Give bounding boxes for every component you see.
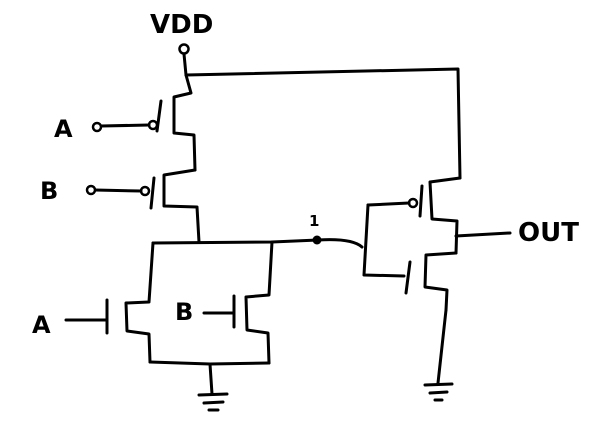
pmos-transistor-b xyxy=(85,168,201,244)
vdd-stub-wire xyxy=(182,52,188,77)
internal-node-label: 1 xyxy=(309,212,319,230)
inverter-gate-tie-wire xyxy=(362,203,406,278)
inverter-pmos-channel xyxy=(428,176,462,255)
node-1-bus-wire xyxy=(151,238,320,245)
ground-left-stub xyxy=(208,362,214,396)
pmos-b-gate-wire xyxy=(93,188,143,193)
inverter-pmos-gate-plate xyxy=(418,184,424,218)
ground-right-bar-1 xyxy=(423,382,454,387)
pmos-b-input-label: B xyxy=(40,177,58,205)
vdd-terminal-circle xyxy=(178,43,190,55)
pmos-a-input-label: A xyxy=(54,115,73,143)
inverter-nmos-channel xyxy=(423,251,458,312)
out-wire xyxy=(454,231,512,238)
ground-left-bar-2 xyxy=(202,400,225,405)
ground-left-bar-1 xyxy=(197,392,229,397)
ground-symbol-right xyxy=(423,308,454,402)
nmos-b-input-label: B xyxy=(175,298,193,326)
inverter-pmos-transistor xyxy=(366,176,462,255)
out-label: OUT xyxy=(518,218,579,248)
vdd-label: VDD xyxy=(150,10,213,40)
nmos-b-channel xyxy=(244,240,274,365)
nmos-transistor-b xyxy=(202,240,274,365)
nmos-transistor-a xyxy=(64,241,155,364)
vdd-rail-wire xyxy=(184,67,462,180)
pmos-a-channel xyxy=(172,73,197,172)
ground-symbol-left xyxy=(197,362,229,412)
ground-right-bar-2 xyxy=(428,390,449,395)
vdd-terminal xyxy=(178,43,190,77)
nmos-a-channel xyxy=(124,241,155,364)
nmos-a-input-label: A xyxy=(32,311,51,339)
pmos-b-gate-plate xyxy=(149,176,156,210)
ground-right-stub xyxy=(436,308,448,385)
node-1-to-inverter-wire xyxy=(316,238,364,249)
pmos-a-input-terminal xyxy=(91,121,103,133)
pmos-b-channel xyxy=(162,168,201,244)
inverter-nmos-gate-plate xyxy=(404,260,412,295)
pmos-transistor-a xyxy=(91,73,197,172)
pmos-b-input-terminal xyxy=(85,184,97,196)
pmos-a-gate-wire xyxy=(99,123,151,128)
inverter-pmos-gate-wire xyxy=(366,201,411,207)
inverter-nmos-transistor xyxy=(404,251,458,312)
